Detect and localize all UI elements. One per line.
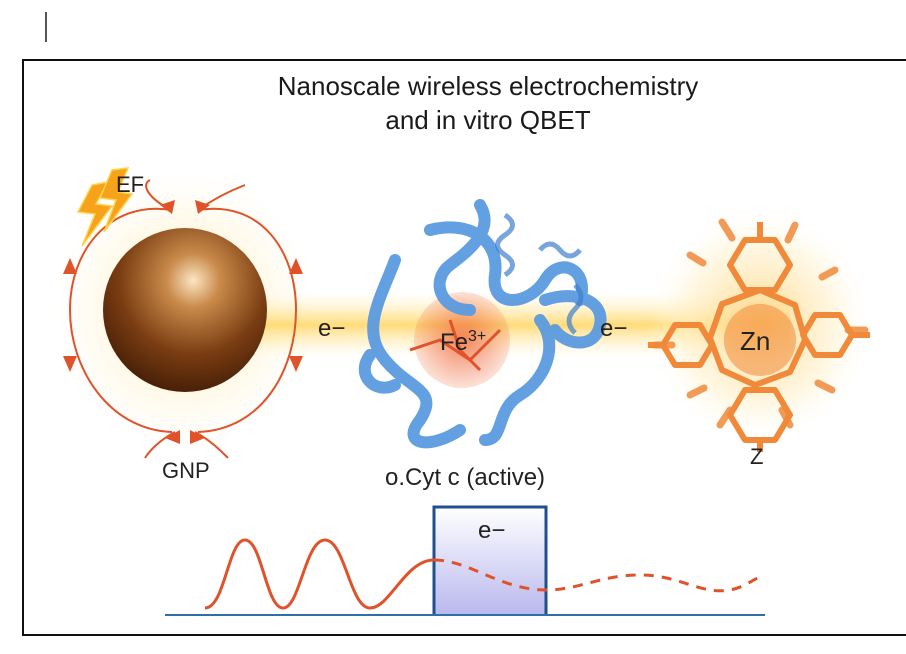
gold-nanoparticle (103, 228, 267, 392)
title-line-2: and in vitro QBET (385, 105, 591, 135)
electron-label-barrier: e− (478, 517, 506, 544)
cytochrome-c-protein (358, 199, 607, 449)
electron-label-left: e− (318, 315, 346, 342)
lightning-icon (76, 167, 134, 247)
electric-field-lines (68, 179, 298, 459)
electron-label-right: e− (600, 315, 628, 342)
title-line-1: Nanoscale wireless electrochemistry (277, 71, 699, 101)
tunneling-graph (165, 505, 765, 616)
zinc-label: Zn (740, 326, 771, 356)
iron-symbol: Fe (440, 329, 469, 356)
iron-label: Fe3+ (440, 328, 486, 357)
cyt-c-label: o.Cyt c (active) (385, 464, 546, 491)
text-cursor (45, 12, 47, 42)
figure-frame (22, 59, 906, 636)
zinc-porphyrin (648, 218, 870, 452)
ef-label: EF (116, 172, 145, 197)
incident-wave (204, 538, 435, 610)
iron-charge: 3+ (468, 328, 487, 345)
z-label: Z (750, 444, 764, 469)
gnp-label: GNP (162, 458, 210, 483)
field-arrowheads (63, 200, 303, 444)
transmitted-wave (433, 558, 759, 593)
